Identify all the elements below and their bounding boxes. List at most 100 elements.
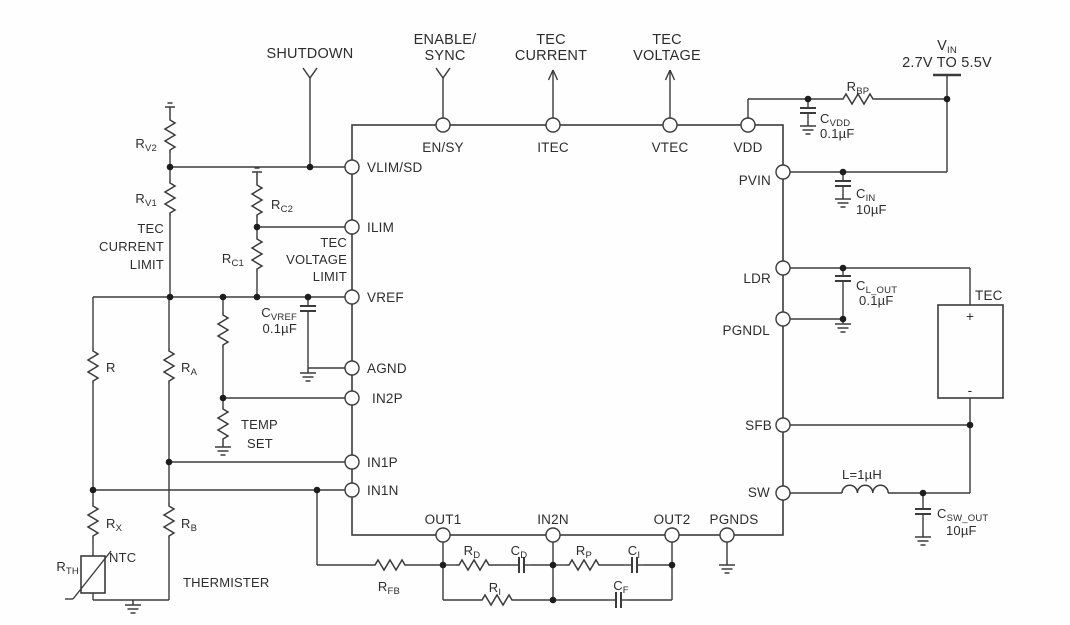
label-rth: RTH xyxy=(56,559,79,577)
pin-pvin xyxy=(775,164,791,180)
pin-label-itec: ITEC xyxy=(537,140,569,155)
resistor-rc1 xyxy=(251,235,263,273)
label-ci: CI xyxy=(628,543,640,561)
pin-label-in2p: IN2P xyxy=(372,391,403,406)
shutdown-label: SHUTDOWN xyxy=(267,46,354,62)
thermistor-rth xyxy=(65,550,112,600)
pin-label-ldr: LDR xyxy=(743,271,771,286)
resistor-rp xyxy=(565,559,603,571)
pin-ldr xyxy=(775,260,791,276)
label-tec-voltage-limit-3: LIMIT xyxy=(313,269,347,284)
pin-vlim-sd xyxy=(344,159,360,175)
label-temp-set-1: TEMP xyxy=(241,417,278,432)
inductor-coil xyxy=(841,484,889,494)
resistor-ra xyxy=(163,347,175,385)
resistor-rfb xyxy=(371,559,409,571)
label-tec-current-limit-3: LIMIT xyxy=(130,257,164,272)
pin-label-vdd: VDD xyxy=(733,140,762,155)
label-inductor: L=1µH xyxy=(842,467,882,482)
label-rb: RB xyxy=(181,516,197,534)
pin-agnd xyxy=(344,360,360,376)
label-rv1: RV1 xyxy=(135,191,157,209)
label-tec-voltage-limit-2: VOLTAGE xyxy=(286,252,347,267)
pin-in1n xyxy=(344,482,360,498)
pin-out1 xyxy=(435,527,451,543)
label-cin: CIN xyxy=(856,186,876,204)
ground-icon xyxy=(799,120,817,135)
pin-label-sfb: SFB xyxy=(745,418,772,433)
itec-arrow-icon xyxy=(547,69,559,81)
label-cvdd: CVDD xyxy=(820,111,850,129)
pin-sfb xyxy=(775,417,791,433)
resistor-rx xyxy=(87,502,99,540)
ground-icon xyxy=(214,441,232,456)
vtec-arrow-icon xyxy=(664,69,676,81)
tec-voltage-label-2: VOLTAGE xyxy=(633,48,701,64)
pin-ilim xyxy=(344,219,360,235)
pin-label-in1n: IN1N xyxy=(367,483,399,498)
shutdown-input-icon xyxy=(302,67,318,79)
label-tec-current-limit-2: CURRENT xyxy=(99,239,164,254)
junction-dots xyxy=(89,95,974,604)
resistor-temp-set-lower xyxy=(217,405,229,443)
label-rbp: RBP xyxy=(847,79,870,97)
pin-label-pgndl: PGNDL xyxy=(722,323,770,338)
pin-label-vtec: VTEC xyxy=(652,140,689,155)
pin-en-sy xyxy=(435,117,451,133)
ground-icon xyxy=(834,193,852,208)
pin-pgnds xyxy=(719,527,735,543)
vref-rail-icon xyxy=(164,102,176,118)
enable-sync-label-2: SYNC xyxy=(424,48,465,64)
label-temp-set-2: SET xyxy=(247,436,273,451)
enable-sync-label-1: ENABLE/ xyxy=(414,32,477,48)
resistor-ri xyxy=(478,594,516,606)
pin-out2 xyxy=(664,527,680,543)
ground-icon xyxy=(718,559,736,574)
tec-module-box xyxy=(937,304,1004,399)
capacitor-ci xyxy=(623,556,645,574)
pin-label-vref: VREF xyxy=(367,290,404,305)
label-cf: CF xyxy=(613,578,629,596)
label-cl-out-value: 0.1µF xyxy=(859,293,894,308)
label-tec-current-limit-1: TEC xyxy=(137,221,164,236)
resistor-r xyxy=(87,347,99,385)
ic-body xyxy=(351,124,784,536)
label-rfb: RFB xyxy=(378,579,400,597)
label-cd: CD xyxy=(511,543,528,561)
tec-voltage-label-1: TEC xyxy=(652,32,682,48)
tec-minus-terminal: - xyxy=(968,383,973,398)
label-thermister: THERMISTER xyxy=(183,575,270,590)
label-rx: RX xyxy=(106,516,123,534)
resistor-temp-set-upper xyxy=(217,311,229,349)
pin-label-pvin: PVIN xyxy=(739,173,771,188)
resistor-rv2 xyxy=(164,116,176,154)
label-cin-value: 10µF xyxy=(856,202,887,217)
resistor-rd xyxy=(455,559,493,571)
pin-pgndl xyxy=(775,311,791,327)
label-rp: RP xyxy=(576,543,592,561)
tec-current-label-1: TEC xyxy=(536,32,566,48)
component-symbols xyxy=(65,67,932,614)
vin-range-label: 2.7V TO 5.5V xyxy=(902,55,992,71)
label-cl-out: CL_OUT xyxy=(856,278,897,296)
pin-vdd xyxy=(740,117,756,133)
ground-icon xyxy=(124,599,142,614)
pin-label-agnd: AGND xyxy=(367,361,407,376)
label-tec-module: TEC xyxy=(975,288,1003,303)
vin-label: VIN xyxy=(937,38,957,56)
ic-pin-circles xyxy=(344,117,791,543)
resistor-rc2 xyxy=(251,181,263,219)
wires xyxy=(92,69,971,601)
pin-label-out1: OUT1 xyxy=(425,512,462,527)
pin-label-in2n: IN2N xyxy=(537,512,569,527)
label-csw-out-value: 10µF xyxy=(946,523,977,538)
capacitor-cvdd xyxy=(799,98,817,122)
pin-label-ilim: ILIM xyxy=(367,220,394,235)
label-r: R xyxy=(106,360,116,375)
vref-rail-icon xyxy=(251,167,263,183)
label-rd: RD xyxy=(464,543,481,561)
label-ri: RI xyxy=(489,580,501,598)
label-cvref: CVREF xyxy=(261,305,297,323)
